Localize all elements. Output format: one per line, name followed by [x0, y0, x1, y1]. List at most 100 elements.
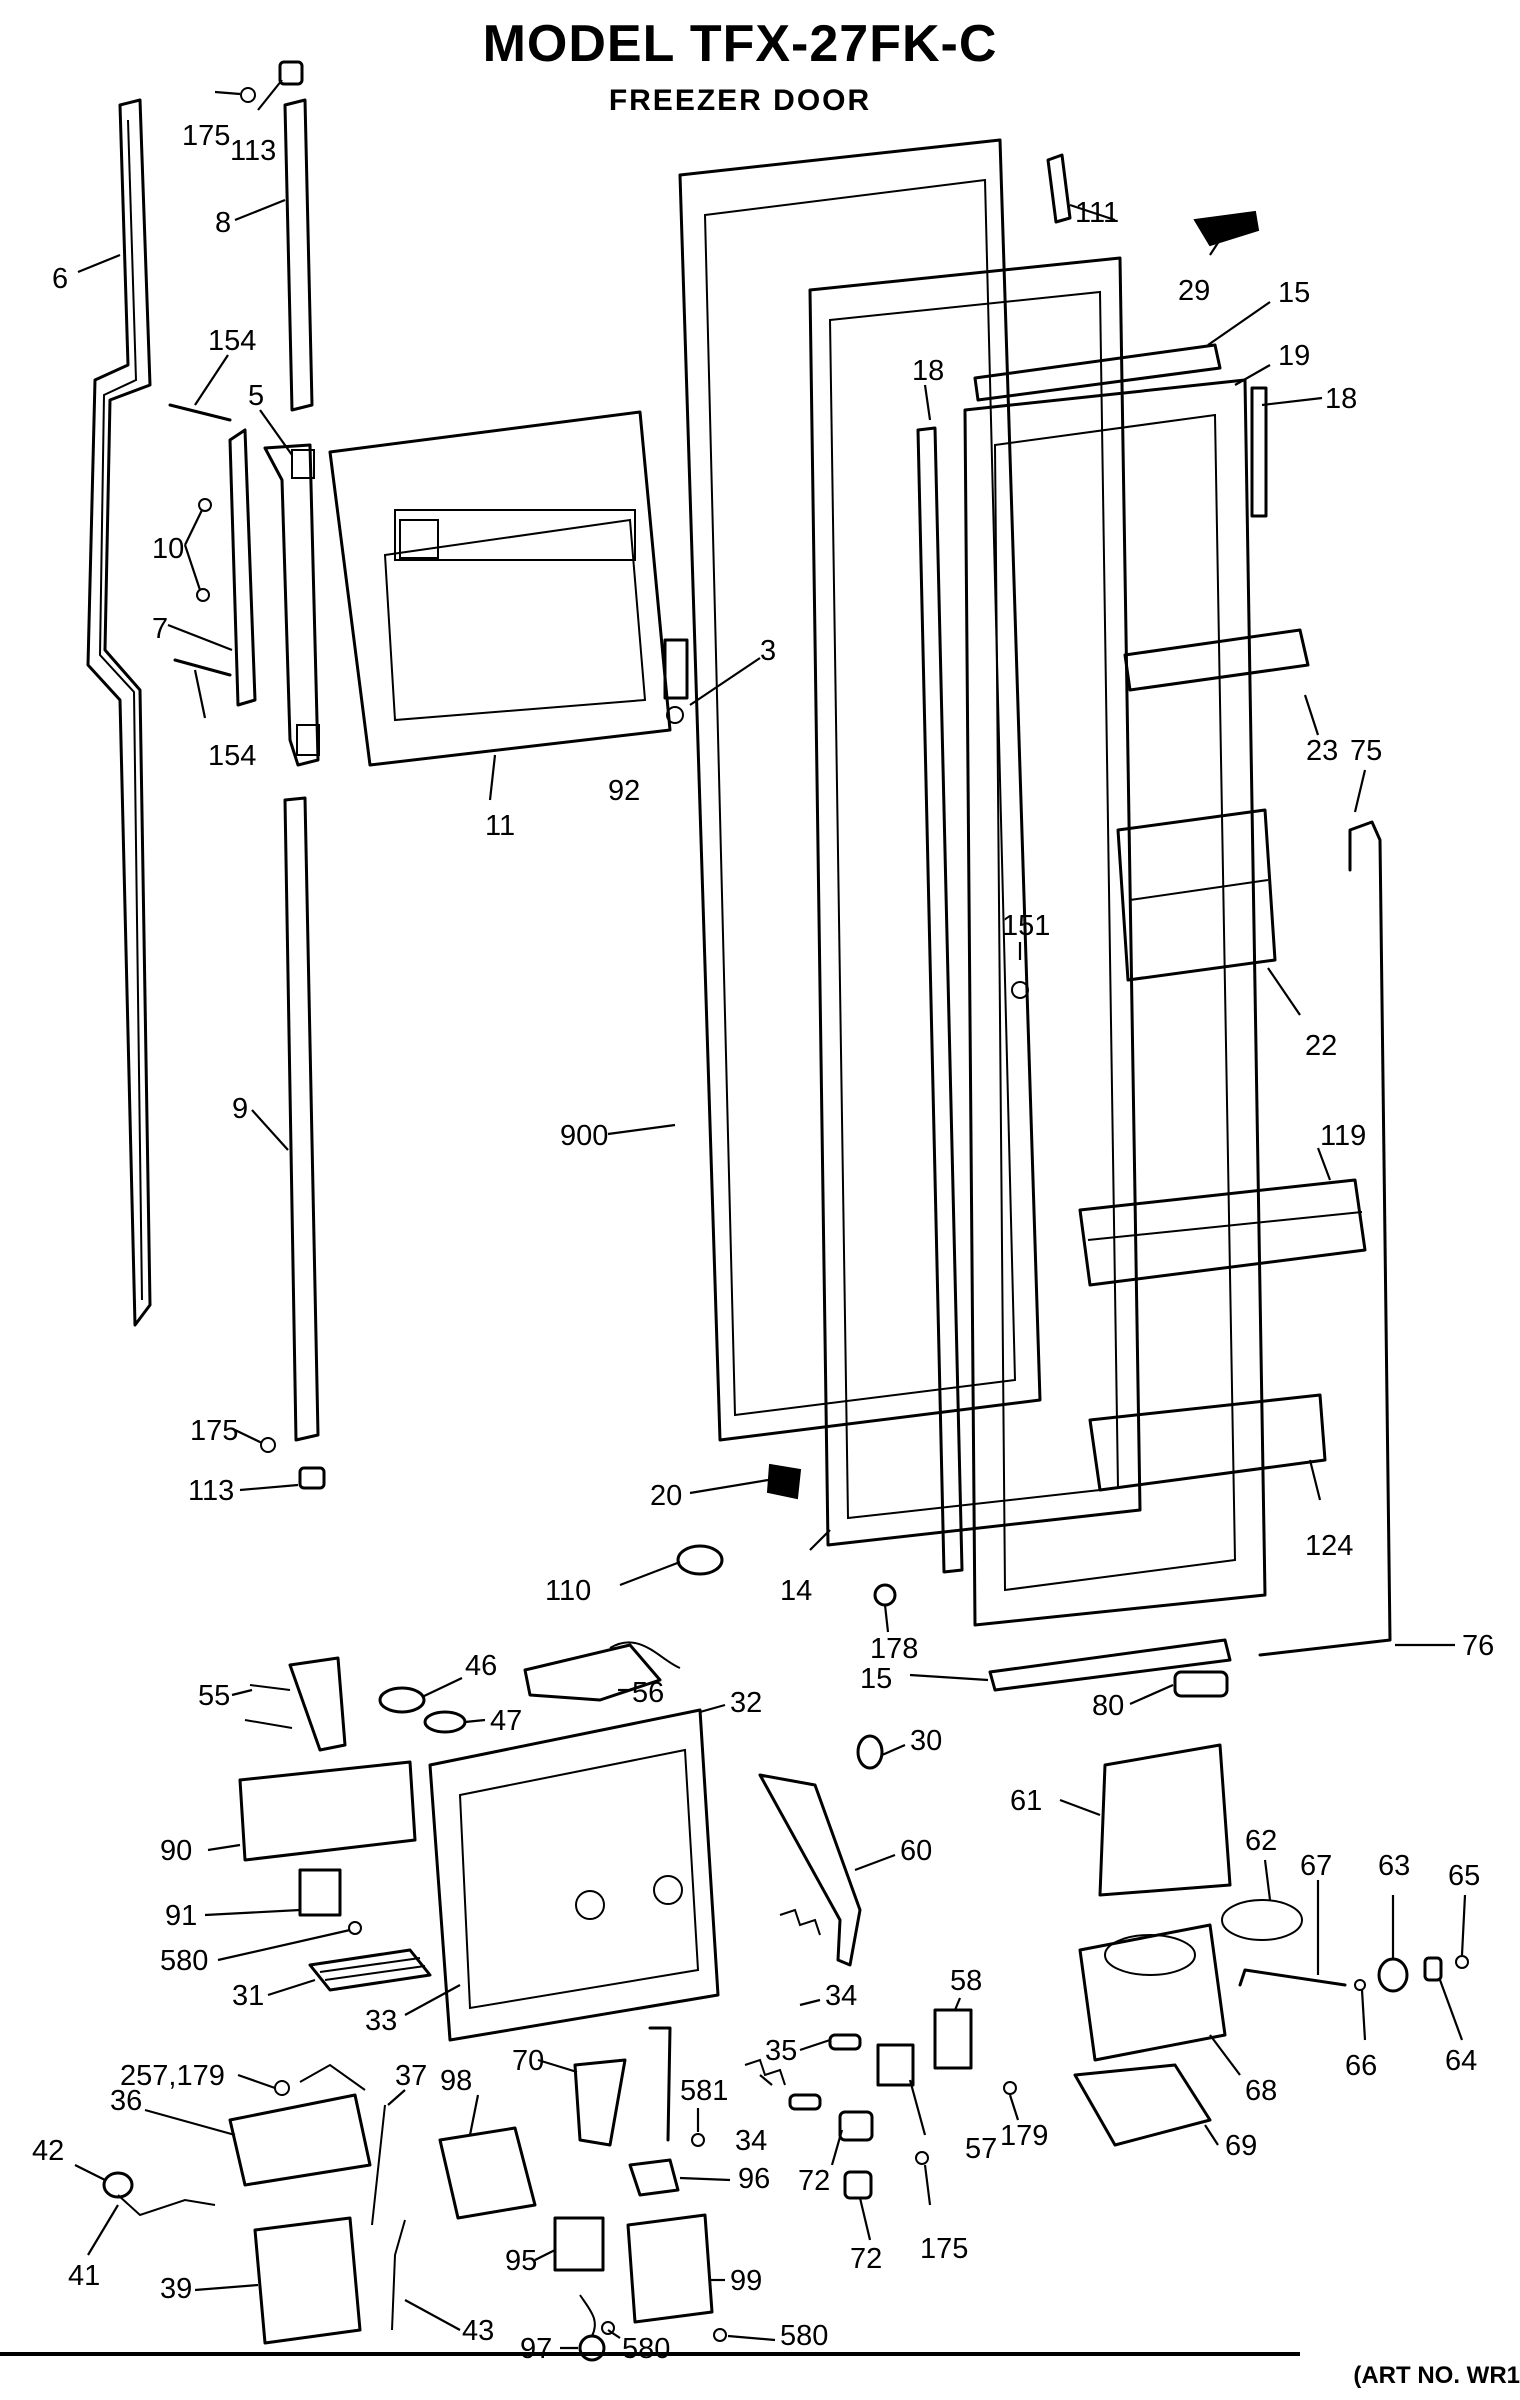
part-80-connector [1173, 1670, 1229, 1698]
callout-18: 18 [912, 355, 944, 387]
part-110-cap [676, 1544, 724, 1576]
callout-113: 113 [230, 135, 276, 167]
callout-154: 154 [208, 740, 256, 772]
callout-39: 39 [160, 2273, 192, 2305]
part-580-screw-c [713, 2328, 727, 2342]
callout-580: 580 [780, 2320, 828, 2352]
part-64-knob [1423, 1956, 1443, 1982]
part-42-connector [102, 2171, 134, 2199]
part-56-solenoid-assembly [523, 1641, 681, 1702]
callout-91: 91 [165, 1900, 197, 1932]
callout-31: 31 [232, 1980, 264, 2012]
callout-68: 68 [1245, 2075, 1277, 2107]
callout-30: 30 [910, 1725, 942, 1757]
callout-23: 23 [1306, 735, 1338, 767]
callout-32: 32 [730, 1687, 762, 1719]
callout-64: 64 [1445, 2045, 1477, 2077]
callout-20: 20 [650, 1480, 682, 1512]
callout-34: 34 [825, 1980, 857, 2012]
callout-900: 900 [560, 1120, 608, 1152]
part-32-dispenser-housing [428, 1708, 720, 2042]
callout-124: 124 [1305, 1530, 1353, 1562]
part-9-lower-trim-strip [283, 796, 320, 1442]
callout-154: 154 [208, 325, 256, 357]
part-15-upper-rail [973, 343, 1222, 402]
part-61-ice-chute [1098, 1743, 1232, 1897]
part-55-harness-bracket [244, 1656, 347, 1752]
callout-34: 34 [735, 2125, 767, 2157]
part-111-retainer [1046, 153, 1072, 224]
part-46-bracket [378, 1686, 426, 1714]
part-67-rod [1238, 1968, 1347, 1987]
part-175-screw-c [915, 2151, 929, 2165]
callout-35: 35 [765, 2035, 797, 2067]
callout-43: 43 [462, 2315, 494, 2347]
part-95-switch-block [553, 2216, 605, 2272]
callout-95: 95 [505, 2245, 537, 2277]
part-43-thermostat-wire [391, 2219, 406, 2331]
callout-9: 9 [232, 1093, 248, 1125]
part-66-washer [1354, 1979, 1366, 1991]
art-number: (ART NO. WR1 [1353, 2362, 1520, 2389]
part-34-35-springs [744, 1908, 862, 2111]
callouts: 175 113 8 6 154 5 10 7 154 11 3 92 9 175… [32, 120, 1494, 2365]
part-113-end-cap-lower [298, 1466, 326, 1490]
callout-257-179: 257,179 [120, 2060, 225, 2092]
callout-5: 5 [248, 380, 264, 412]
part-90-trim-panel [238, 1760, 417, 1862]
callout-179: 179 [1000, 2120, 1048, 2152]
callout-175: 175 [920, 2233, 968, 2265]
callout-11: 11 [485, 810, 515, 842]
callout-72: 72 [850, 2243, 882, 2275]
part-10-plugs [196, 498, 212, 602]
callout-80: 80 [1092, 1690, 1124, 1722]
callout-18: 18 [1325, 383, 1357, 415]
part-18-liner-side-strip [916, 426, 964, 1574]
part-62-disk [1221, 1899, 1303, 1941]
callout-70: 70 [512, 2045, 544, 2077]
part-41-wire-harness [117, 2194, 216, 2217]
part-11-dispenser-cover-panel [328, 410, 672, 767]
callout-62: 62 [1245, 1825, 1277, 1857]
callout-76: 76 [1462, 1630, 1494, 1662]
page-title: MODEL TFX-27FK-C [482, 15, 998, 73]
callout-8: 8 [215, 207, 231, 239]
callout-19: 19 [1278, 340, 1310, 372]
part-113-end-cap-upper [278, 60, 304, 86]
part-39-heater-box [253, 2216, 362, 2345]
callout-66: 66 [1345, 2050, 1377, 2082]
part-36-bracket [228, 2063, 372, 2187]
callout-6: 6 [52, 263, 68, 295]
callout-175: 175 [182, 120, 230, 152]
callout-60: 60 [900, 1835, 932, 1867]
part-3-hinge-plate [663, 638, 689, 700]
part-14-door-gasket [808, 256, 1142, 1547]
part-20-hinge-pin [766, 1463, 802, 1500]
part-75-76-water-tube [1258, 820, 1392, 1657]
callout-57: 57 [965, 2133, 997, 2165]
callout-178: 178 [870, 1633, 918, 1665]
part-178-plug [873, 1583, 897, 1607]
part-900-door-shell [678, 138, 1042, 1442]
callout-92: 92 [608, 775, 640, 807]
part-69-funnel [1073, 2063, 1212, 2147]
part-175-screw-lower [260, 1437, 276, 1453]
part-580-screw-a [348, 1921, 362, 1935]
bottom-rule [0, 2352, 1300, 2356]
callout-15: 15 [860, 1663, 892, 1695]
callout-10: 10 [152, 533, 184, 565]
callout-90: 90 [160, 1835, 192, 1867]
part-63-motor [1377, 1957, 1409, 1993]
part-5-door-handle [263, 443, 320, 767]
callout-33: 33 [365, 2005, 397, 2037]
callout-72: 72 [798, 2165, 830, 2197]
part-99-cover-plate [626, 2213, 714, 2324]
callout-580: 580 [160, 1945, 208, 1977]
part-124-lower-bin [1088, 1393, 1327, 1492]
part-98-housing [438, 2126, 537, 2220]
part-57-switch [876, 2043, 915, 2087]
part-96-valve-assembly [628, 2026, 680, 2197]
part-47-bracket [423, 1710, 467, 1734]
part-8-upper-trim-strip [283, 98, 314, 412]
